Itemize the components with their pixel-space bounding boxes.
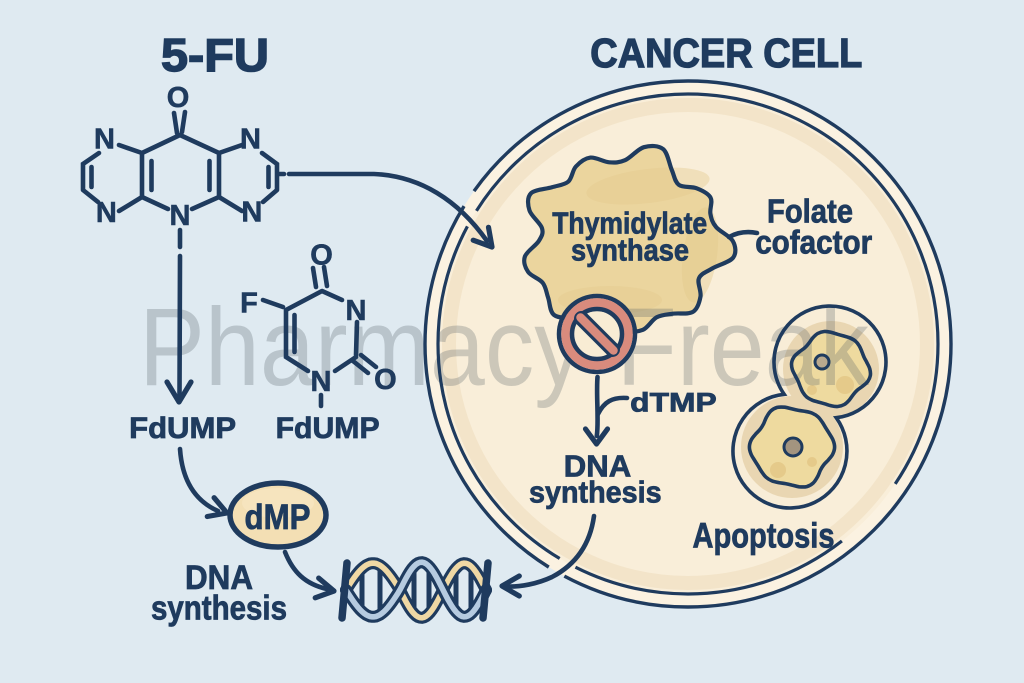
svg-text:DNA: DNA	[185, 559, 253, 597]
svg-text:synthesis: synthesis	[529, 474, 662, 509]
svg-text:synthesis: synthesis	[151, 590, 287, 628]
svg-text:DNA: DNA	[564, 449, 631, 484]
svg-text:FdUMP: FdUMP	[276, 412, 380, 445]
svg-text:dTMP: dTMP	[630, 387, 717, 417]
svg-text:O: O	[374, 364, 397, 396]
svg-text:FdUMP: FdUMP	[129, 412, 236, 445]
svg-text:F: F	[240, 288, 258, 320]
svg-text:Thymidylate: Thymidylate	[552, 206, 707, 241]
svg-text:O: O	[310, 240, 333, 272]
svg-text:O: O	[167, 82, 190, 114]
svg-text:N: N	[94, 124, 115, 156]
svg-text:N: N	[170, 200, 191, 232]
svg-text:N: N	[96, 197, 117, 229]
svg-text:N: N	[240, 124, 261, 156]
svg-text:5-FU: 5-FU	[161, 29, 269, 81]
svg-text:Apoptosis: Apoptosis	[693, 517, 835, 556]
svg-text:N: N	[346, 295, 367, 327]
svg-text:N: N	[241, 197, 262, 229]
svg-text:synthase: synthase	[571, 233, 689, 268]
svg-text:Folate: Folate	[767, 193, 853, 230]
svg-text:N: N	[311, 366, 332, 398]
svg-text:dMP: dMP	[245, 498, 311, 537]
svg-text:Pharmacy-Freak: Pharmacy-Freak	[139, 286, 870, 409]
svg-text:CANCER CELL: CANCER CELL	[590, 30, 862, 76]
svg-text:cofactor: cofactor	[755, 224, 872, 261]
